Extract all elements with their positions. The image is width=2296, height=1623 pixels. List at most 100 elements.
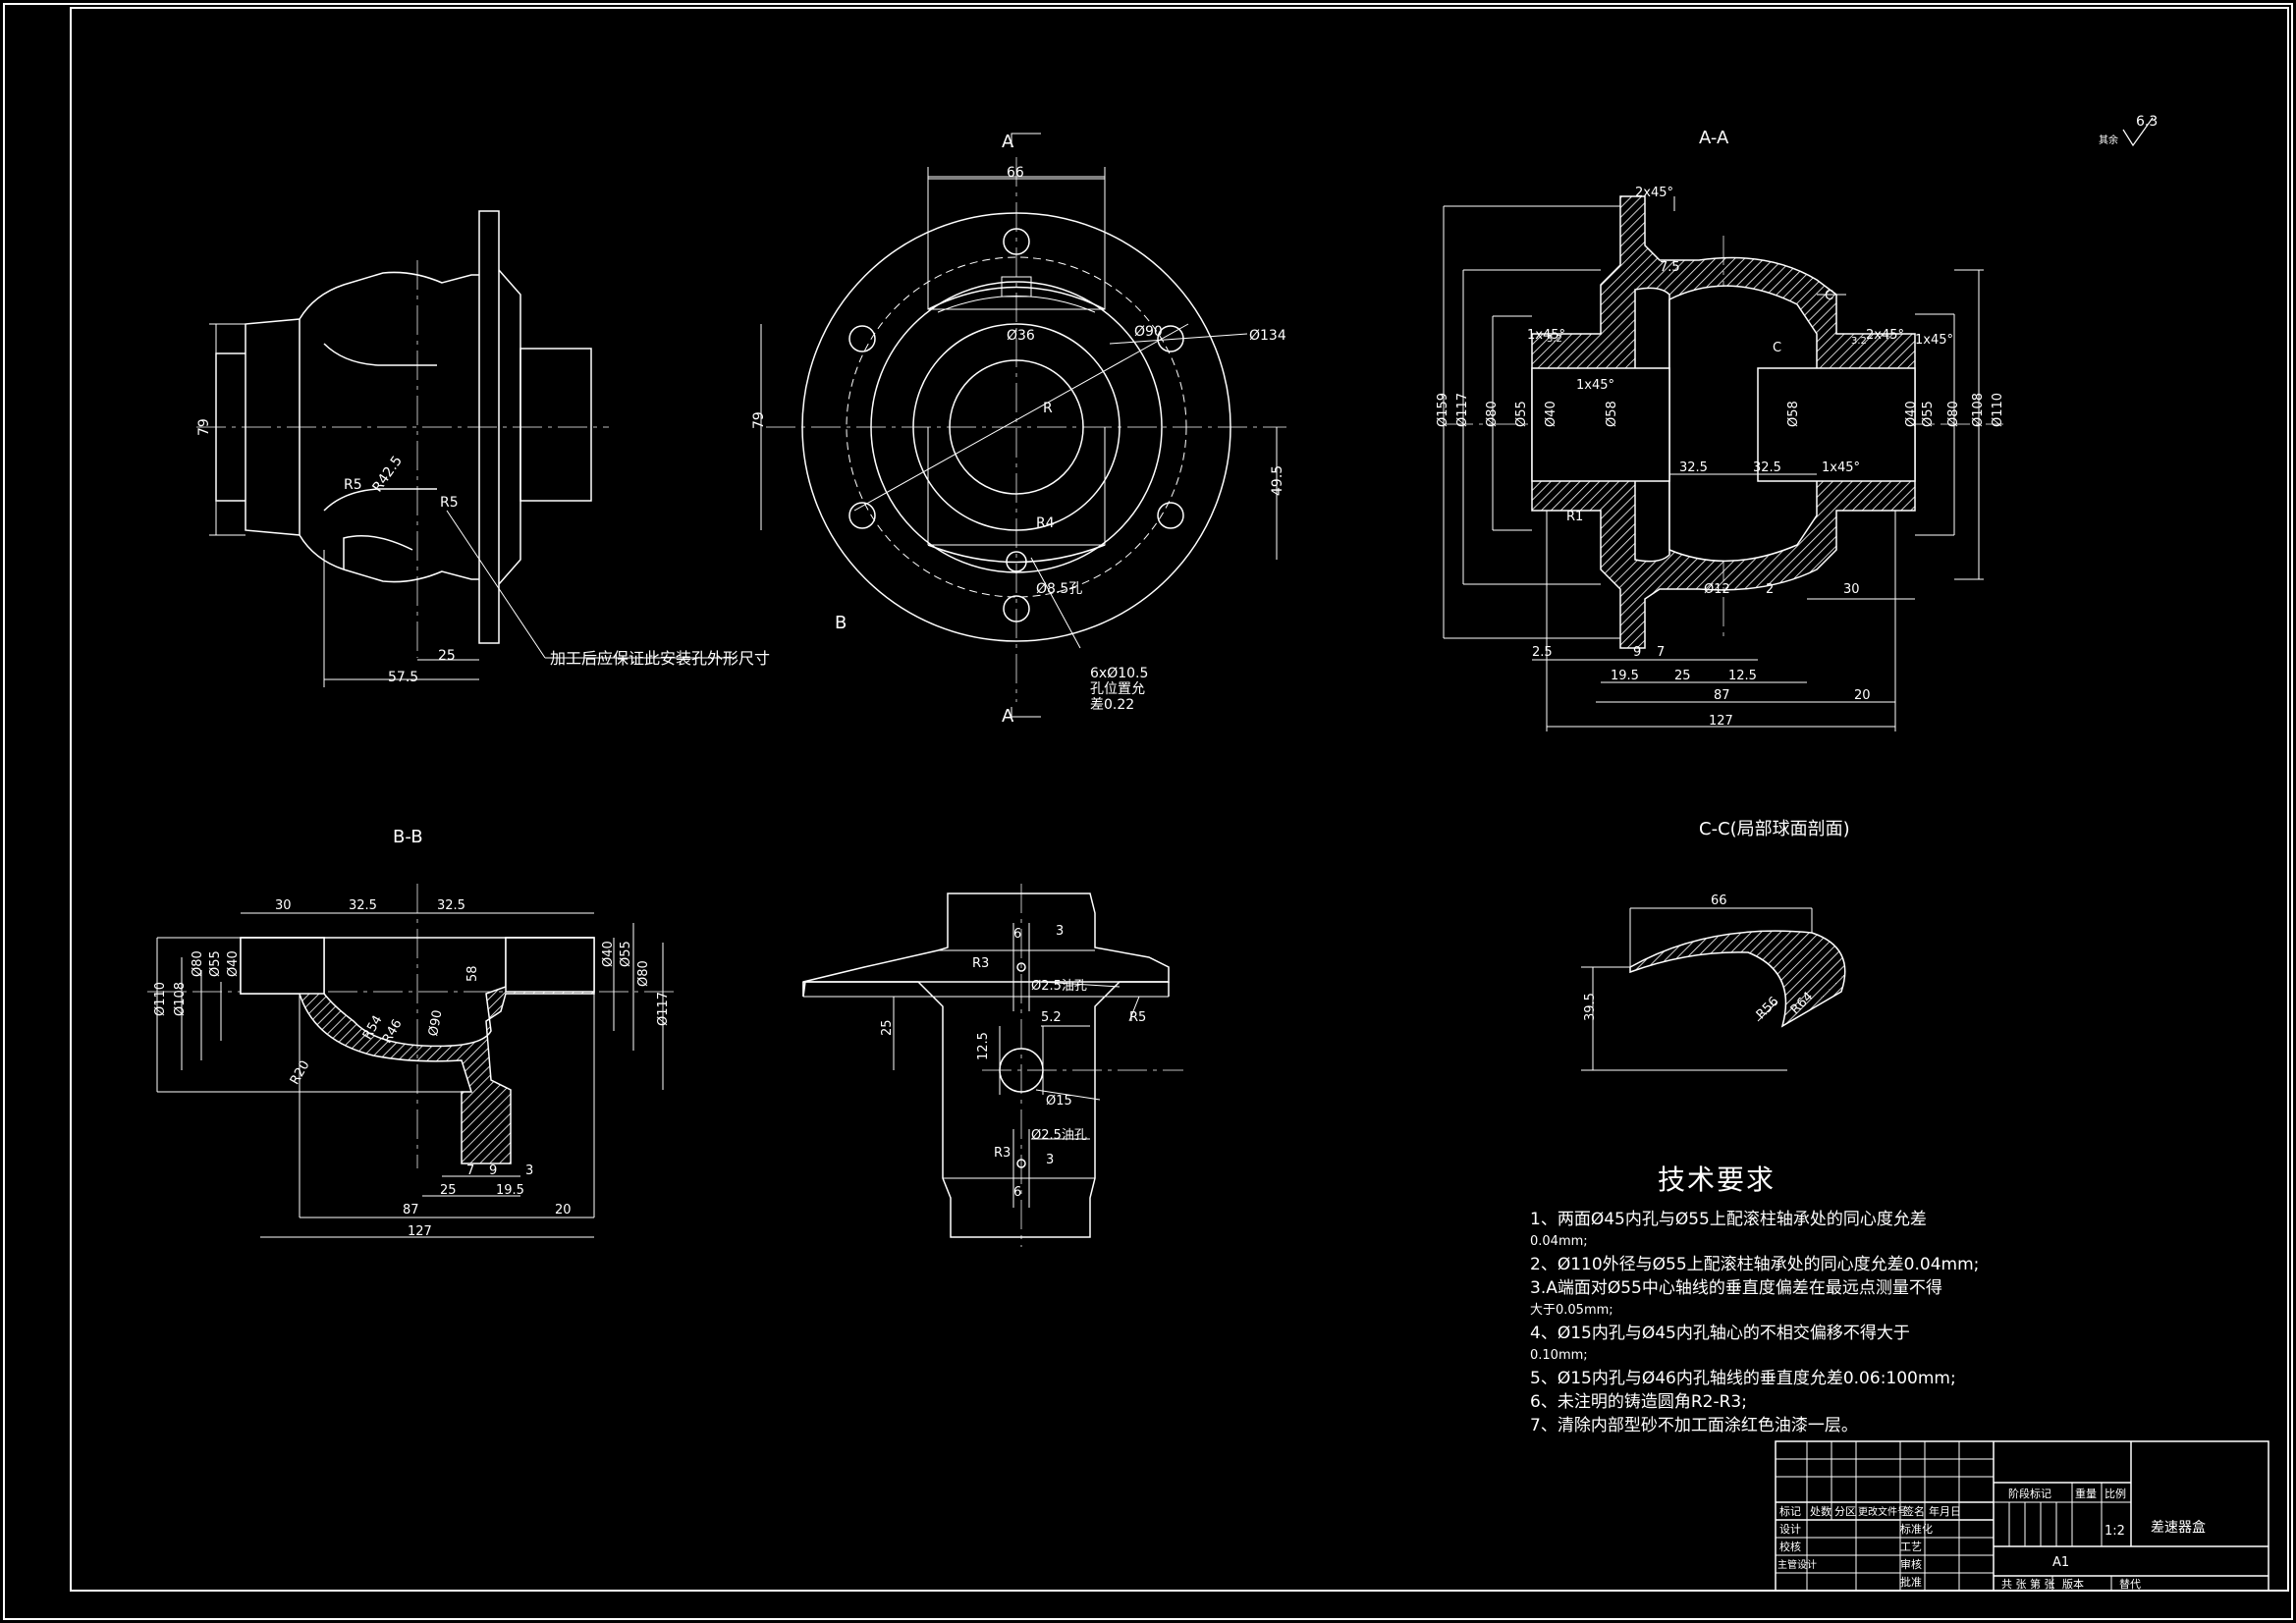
note-line-7: 0.10mm; (1530, 1348, 1588, 1363)
aa-dim-chamfer-3: 1x45° (1576, 378, 1614, 393)
bb-dim-87: 87 (403, 1203, 419, 1217)
side-dim-r3-bottom: R3 (994, 1146, 1011, 1161)
bb-dim-3: 3 (525, 1163, 533, 1178)
bb-dim-32-5-l: 32.5 (349, 898, 377, 913)
tb-row-check: 校核 (1779, 1540, 1801, 1553)
side-dim-r5: R5 (1129, 1010, 1146, 1025)
aa-dim-d110: Ø110 (1991, 393, 2005, 427)
aa-title: A-A (1699, 128, 1729, 148)
aa-dim-d80-r: Ø80 (1946, 401, 1961, 427)
hole-note-2: 孔位置允 (1090, 681, 1145, 697)
aa-dim-2: 2 (1766, 582, 1774, 597)
aa-dim-127: 127 (1709, 714, 1733, 729)
aa-dim-d40-r: Ø40 (1904, 401, 1919, 427)
dim-57-5: 57.5 (388, 670, 418, 685)
aa-dim-chamfer-4: 2x45° (1866, 328, 1904, 343)
tb-part-name: 差速器盒 (2151, 1519, 2206, 1536)
aa-dim-chamfer-6: 1x45° (1822, 460, 1860, 475)
aa-mark-c-1: C (1825, 289, 1833, 303)
aa-dim-30: 30 (1843, 582, 1860, 597)
note-line-3: 2、Ø110外径与Ø55上配滚柱轴承处的同心度允差0.04mm; (1530, 1255, 1980, 1274)
tb-stage: 阶段标记 (2008, 1487, 2051, 1500)
notes-title: 技术要求 (1658, 1163, 1777, 1196)
side-dim-r3-top: R3 (972, 956, 989, 971)
note-line-9: 6、未注明的铸造圆角R2-R3; (1530, 1392, 1747, 1412)
side-dim-oil-hole-1: Ø2.5油孔 (1031, 979, 1087, 994)
aa-dim-d58-l: Ø58 (1605, 401, 1619, 427)
tb-header-doc: 更改文件号 (1858, 1505, 1907, 1518)
bb-dim-7: 7 (466, 1163, 474, 1178)
note-line-8: 5、Ø15内孔与Ø46内孔轴线的垂直度允差0.06:100mm; (1530, 1369, 1956, 1388)
bb-dim-d108: Ø108 (173, 982, 188, 1016)
bb-dim-d55: Ø55 (208, 950, 223, 977)
aa-dim-d80: Ø80 (1485, 401, 1500, 427)
front-view (760, 133, 1286, 718)
aa-rough-1: 3.2 (1547, 334, 1562, 345)
cc-dim-66: 66 (1711, 893, 1727, 908)
tb-sheet-count: 共 张 第 张 (2001, 1577, 2055, 1591)
cc-dim-39-5: 39.5 (1583, 993, 1598, 1021)
tb-mid-std: 标准化 (1900, 1522, 1933, 1536)
dim-79-front: 79 (751, 411, 767, 429)
aa-dim-20: 20 (1854, 688, 1871, 703)
roughness-value: 6.3 (2136, 114, 2158, 130)
side-dim-12-5: 12.5 (976, 1032, 991, 1060)
tb-header-mark: 标记 (1779, 1504, 1801, 1518)
dim-66: 66 (1007, 165, 1024, 181)
bb-dim-32-5-r: 32.5 (437, 898, 465, 913)
side-dim-6-top: 6 (1013, 927, 1021, 942)
tb-row-design: 设计 (1779, 1523, 1801, 1536)
bb-dim-9: 9 (489, 1163, 497, 1178)
aa-dim-chamfer-2: 1x45° (1527, 328, 1565, 343)
cc-title: C-C(局部球面剖面) (1699, 819, 1850, 839)
note-line-6: 4、Ø15内孔与Ø45内孔轴心的不相交偏移不得大于 (1530, 1324, 1910, 1343)
aa-dim-chamfer-1: 2x45° (1635, 186, 1673, 200)
tb-weight: 重量 (2075, 1487, 2097, 1500)
technical-requirements: 技术要求 1、两面Ø45内孔与Ø55上配滚柱轴承处的同心度允差 0.04mm; … (1530, 1159, 2041, 1437)
aa-dim-12-5: 12.5 (1728, 669, 1757, 683)
outer-border (3, 3, 2293, 1620)
bb-dim-30: 30 (275, 898, 292, 913)
aa-dim-d58-r: Ø58 (1786, 401, 1801, 427)
dim-49-5: 49.5 (1270, 465, 1285, 496)
bb-dim-58: 58 (465, 965, 480, 982)
dim-79: 79 (196, 418, 212, 436)
bb-dim-d80: Ø80 (191, 950, 205, 977)
dim-r5-b: R5 (440, 495, 459, 511)
aa-dim-d40: Ø40 (1544, 401, 1558, 427)
title-block (1775, 1440, 2269, 1592)
side-dim-3-top: 3 (1056, 924, 1064, 939)
tb-replace: 替代 (2119, 1577, 2141, 1591)
bb-title: B-B (393, 827, 423, 847)
aa-dim-d117: Ø117 (1455, 393, 1470, 427)
bb-dim-d40-r: Ø40 (601, 941, 616, 967)
bb-dim-r20: R20 (288, 1058, 313, 1088)
tb-header-count: 处数 (1810, 1505, 1831, 1518)
side-dim-oil-hole-2: Ø2.5油孔 (1031, 1128, 1087, 1143)
side-dim-3-bottom: 3 (1046, 1153, 1054, 1167)
dim-25: 25 (438, 648, 456, 664)
roughness-prefix: 其余 (2099, 134, 2118, 146)
bb-section-view (147, 884, 678, 1238)
aa-dim-32-5-r: 32.5 (1753, 460, 1781, 475)
side-dim-6-bottom: 6 (1013, 1185, 1021, 1200)
note-line-10: 7、清除内部型砂不加工面涂红色油漆一层。 (1530, 1416, 1858, 1435)
bb-dim-d110: Ø110 (153, 982, 168, 1016)
aa-dim-87: 87 (1714, 688, 1730, 703)
aa-rough-2: 3.2 (1851, 336, 1867, 347)
cc-dim-r56: R56 (1754, 995, 1782, 1023)
aa-dim-32-5-l: 32.5 (1679, 460, 1708, 475)
tb-mid-review: 审核 (1900, 1557, 1922, 1571)
side-dim-25: 25 (880, 1019, 895, 1036)
section-mark-a-bottom: A (1002, 706, 1014, 727)
aa-dim-d12: Ø12 (1704, 582, 1730, 597)
bb-dim-19-5: 19.5 (496, 1183, 524, 1198)
dim-d8-5: Ø8.5孔 (1036, 581, 1082, 597)
aa-dim-25: 25 (1674, 669, 1691, 683)
section-mark-a-top: A (1002, 132, 1014, 152)
tb-version: 版本 (2062, 1577, 2084, 1591)
bb-dim-d80-r: Ø80 (636, 960, 651, 987)
aa-dim-2-5: 2.5 (1532, 645, 1553, 660)
aa-dim-19-5: 19.5 (1611, 669, 1639, 683)
